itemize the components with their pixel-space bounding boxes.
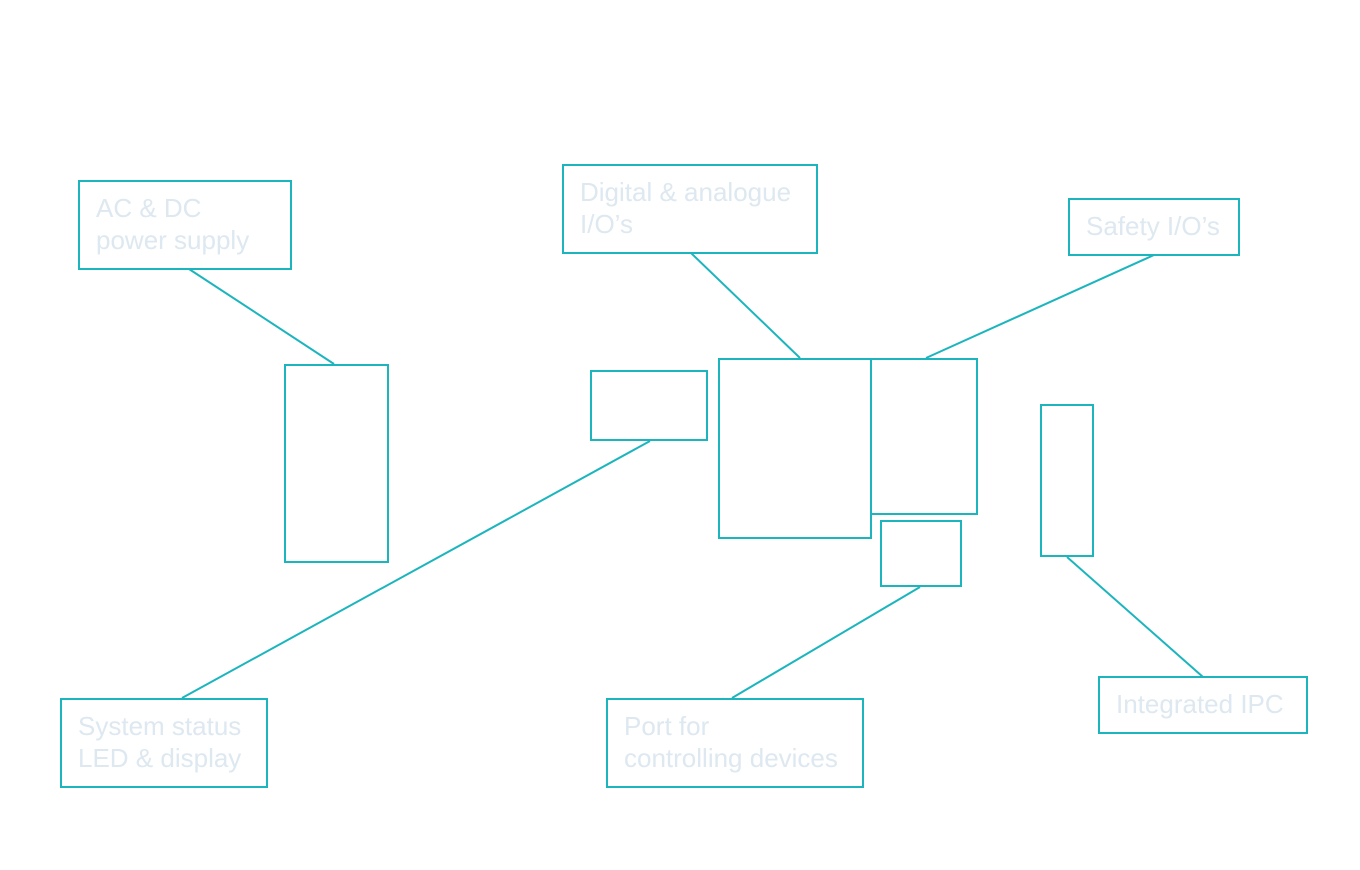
callout-line: Integrated IPC <box>1116 689 1284 719</box>
callout-line: LED & display <box>78 743 242 773</box>
connector-integrated-ipc <box>1066 556 1204 678</box>
zone-controlling-port <box>880 520 962 587</box>
connector-controlling-port <box>731 586 921 699</box>
zone-digital-analogue-io <box>718 358 872 539</box>
callout-line: Port for <box>624 711 710 741</box>
zone-power-supply <box>284 364 389 563</box>
connector-digital-analogue-io <box>690 252 801 359</box>
callout-line: AC & DC <box>96 193 202 223</box>
callout-line: power supply <box>96 225 250 255</box>
zone-integrated-ipc <box>1040 404 1094 557</box>
callout-digital-analogue-io: Digital & analogue I/O’s <box>562 164 818 254</box>
callout-integrated-ipc: Integrated IPC <box>1098 676 1308 734</box>
connector-safety-io <box>925 254 1155 359</box>
callout-safety-io: Safety I/O’s <box>1068 198 1240 256</box>
callout-system-status: System status LED & display <box>60 698 268 788</box>
connector-system-status <box>181 440 651 699</box>
zone-safety-io <box>870 358 978 515</box>
zone-status-display <box>590 370 708 441</box>
callout-line: System status <box>78 711 242 741</box>
callout-line: I/O’s <box>580 209 633 239</box>
callout-line: Safety I/O’s <box>1086 211 1220 241</box>
connector-power-supply <box>188 268 335 365</box>
callout-ac-dc-power-supply: AC & DC power supply <box>78 180 292 270</box>
callout-line: Digital & analogue <box>580 177 792 207</box>
callout-line: controlling devices <box>624 743 838 773</box>
callout-controlling-port: Port for controlling devices <box>606 698 864 788</box>
